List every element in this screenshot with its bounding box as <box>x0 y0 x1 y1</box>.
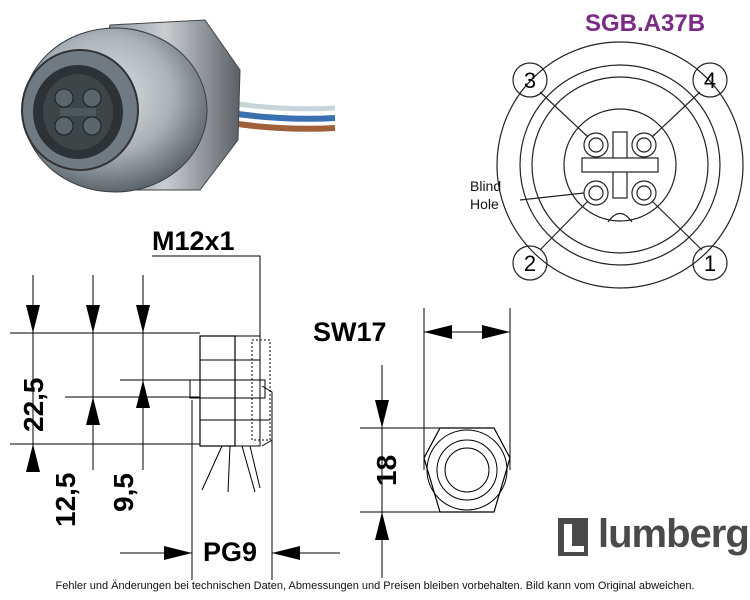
nut-across-dimension: 18 <box>371 454 402 486</box>
pin-label-2: 2 <box>524 251 536 276</box>
height-inner-dimension: 9,5 <box>108 473 139 512</box>
part-number-title: SGB.A37B <box>585 10 706 37</box>
disclaimer-text: Fehler und Änderungen bei technischen Da… <box>55 580 695 592</box>
gland-dimension: PG9 <box>203 537 258 567</box>
height-lower-dimension: 12,5 <box>50 472 81 528</box>
pin-label-4: 4 <box>704 68 716 93</box>
pin-3-hole <box>583 132 609 158</box>
pin-label-1: 1 <box>704 251 716 276</box>
height-total-dimension: 22,5 <box>18 377 49 433</box>
lumberg-logo-mark <box>558 518 588 556</box>
wrench-size-dimension: SW17 <box>313 317 387 347</box>
thread-dimension: M12x1 <box>152 226 235 256</box>
pin-label-3: 3 <box>524 68 536 93</box>
pin-1-hole <box>631 180 657 206</box>
pin-4-hole <box>631 132 657 158</box>
blind-hole-label: Blind Hole <box>470 178 502 212</box>
brand-logo-text: lumberg <box>598 512 750 556</box>
side-view-body <box>199 335 236 447</box>
pinout-outer-ring <box>496 41 744 289</box>
